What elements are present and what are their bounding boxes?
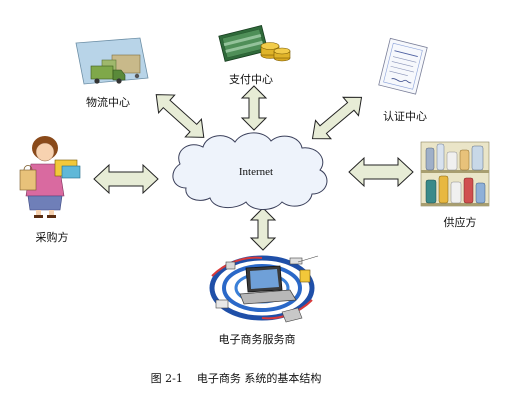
- figure-caption: 图 2-1 电子商务 系统的基本结构: [151, 371, 322, 385]
- supplier-label: 供应方: [444, 215, 477, 229]
- arrow-supplier-internet: [348, 156, 414, 188]
- arrow-service-internet: [249, 207, 277, 251]
- internet-label: Internet: [239, 166, 273, 178]
- delivery-truck-icon: [75, 37, 149, 85]
- shopper-woman-icon: [19, 136, 81, 218]
- product-shelves-icon: [420, 141, 490, 207]
- arrow-buyer-internet: [93, 163, 159, 195]
- payment-center-label: 支付中心: [229, 73, 273, 86]
- arrow-logistics-internet: [155, 94, 205, 138]
- logistics-center-label: 物流中心: [86, 95, 130, 109]
- cloud-icon: [172, 132, 328, 210]
- certificate-document-icon: [378, 37, 428, 95]
- ecommerce-service-provider-label: 电子商务服务商: [219, 332, 296, 346]
- buyer-label: 采购方: [36, 230, 69, 244]
- certification-center-label: 认证中心: [383, 110, 427, 123]
- arrow-payment-internet: [240, 85, 268, 131]
- laptop-network-icon: [209, 255, 319, 323]
- money-stack-icon: [218, 25, 291, 62]
- arrow-certification-internet: [311, 96, 363, 140]
